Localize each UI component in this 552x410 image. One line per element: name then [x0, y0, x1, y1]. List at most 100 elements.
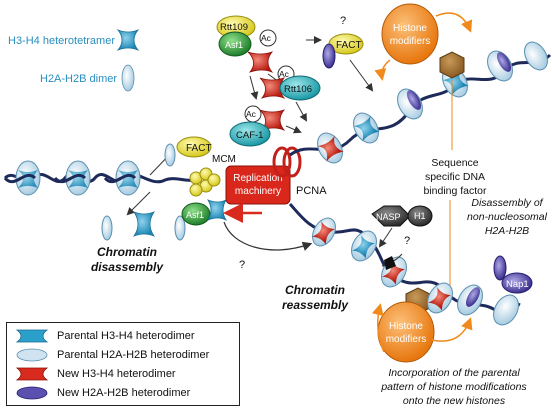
legend-label: Parental H3-H4 heterodimer: [57, 330, 195, 342]
modifier-arrow: [435, 12, 473, 33]
fact-left: FACT: [176, 136, 212, 158]
lower-nucleosome: [427, 282, 453, 314]
tetramer-legend-icon: [116, 29, 140, 51]
svg-text:pattern of histone modificatio: pattern of histone modifications: [380, 381, 527, 393]
reassembly-arrow: [223, 221, 313, 251]
legend-item: New H3-H4 heterodimer: [15, 365, 176, 383]
arrow-rtt106-to-strand: [295, 101, 307, 122]
parental-nucleosome: [65, 160, 91, 196]
rtt106-complex: Ac Rtt106: [259, 65, 321, 101]
incorporation-label: Incorporation of the parental pattern of…: [380, 367, 527, 407]
svg-text:?: ?: [340, 15, 346, 27]
parental-nucleosome: [115, 160, 141, 196]
svg-text:Incorporation of the parental: Incorporation of the parental: [388, 367, 520, 379]
upper-nucleosome-new: [317, 132, 344, 164]
new-h3h4-icon: [15, 367, 49, 381]
tetramer-label: H3-H4 heterotetramer: [8, 35, 115, 47]
svg-text:modifiers: modifiers: [390, 36, 431, 47]
rtt109-asf1-complex: Rtt109 Asf1 Ac: [216, 15, 277, 73]
modifier-arrow: [374, 59, 391, 81]
svg-text:NASP: NASP: [376, 212, 401, 222]
h3h4-tetramer-released: [132, 211, 156, 237]
modifier-arrow: [431, 317, 473, 342]
svg-text:specific DNA: specific DNA: [425, 171, 485, 183]
arrow-nasp-to-strand: [378, 227, 393, 248]
upper-nucleosome: [487, 50, 513, 82]
chromatin-reassembly-label: Chromatin reassembly: [282, 283, 349, 312]
svg-text:Ac: Ac: [246, 109, 257, 119]
legend-item: Parental H3-H4 heterodimer: [15, 327, 195, 345]
lower-nucleosome-new: [312, 217, 336, 247]
svg-text:reassembly: reassembly: [282, 298, 349, 312]
svg-text:Replication: Replication: [233, 173, 282, 184]
svg-text:H2A-H2B: H2A-H2B: [485, 225, 529, 237]
svg-text:non-nucleosomal: non-nucleosomal: [467, 211, 548, 223]
h2a-dimer-released: [164, 143, 176, 167]
svg-text:Sequence: Sequence: [431, 157, 478, 169]
arrow-caf1-to-strand: [285, 125, 302, 134]
upper-nucleosome-mixed: [397, 88, 423, 120]
dimer-legend-icon: [121, 64, 135, 92]
svg-text:binding factor: binding factor: [423, 185, 487, 197]
sequence-binding-factor-top: [439, 51, 465, 79]
svg-text:Nap1: Nap1: [506, 279, 529, 290]
svg-text:Chromatin: Chromatin: [97, 245, 157, 259]
svg-text:Ac: Ac: [261, 33, 272, 43]
lower-nucleosome: [493, 294, 519, 326]
arrow-to-caf1: [249, 75, 259, 100]
svg-text:modifiers: modifiers: [386, 334, 427, 345]
disassembly-nonnuc-label: Disassembly of non-nucleosomal H2A-H2B: [467, 197, 548, 237]
parental-h3h4-icon: [15, 329, 49, 343]
parental-nucleosome: [15, 160, 41, 196]
new-h2a-icon: [16, 386, 48, 400]
caf1-complex: Ac CAF-1: [229, 105, 286, 147]
dimer-label: H2A-H2B dimer: [40, 73, 117, 85]
reassembly-question: ?: [239, 259, 245, 271]
legend-label: New H3-H4 heterodimer: [57, 368, 176, 380]
histone-modifiers-top: Histone modifiers: [381, 3, 439, 65]
nasp-complex: NASP H1 ?: [371, 205, 433, 247]
svg-text:Ac: Ac: [279, 69, 290, 79]
svg-text:Asf1: Asf1: [186, 210, 204, 220]
modifier-arrow: [371, 303, 385, 353]
histone-modifiers-bottom: Histone modifiers: [377, 301, 435, 363]
parental-chromatin: [3, 160, 196, 196]
svg-text:CAF-1: CAF-1: [236, 130, 263, 141]
svg-text:Histone: Histone: [393, 23, 427, 34]
nap1-complex: Nap1: [493, 255, 533, 294]
h2a-dimer-pair: [101, 215, 186, 241]
svg-text:onto the new histones: onto the new histones: [403, 395, 506, 407]
legend-item: Parental H2A-H2B heterodimer: [15, 346, 209, 364]
chromatin-disassembly-label: Chromatin disassembly: [91, 245, 164, 274]
replication-machinery: Replication machinery: [225, 165, 291, 205]
upper-nucleosome-new: [353, 112, 380, 144]
h1-fragment: [384, 256, 396, 270]
svg-text:Rtt106: Rtt106: [284, 84, 312, 95]
sequence-dna-label: Sequence specific DNA binding factor: [423, 157, 487, 197]
svg-text:H1: H1: [414, 211, 426, 221]
svg-text:Histone: Histone: [389, 321, 423, 332]
fact-top: ? FACT: [322, 15, 364, 69]
svg-text:Chromatin: Chromatin: [285, 283, 345, 297]
svg-text:?: ?: [404, 235, 410, 247]
arrow-fact-to-strand: [349, 59, 374, 92]
parental-h2a-icon: [16, 348, 48, 362]
lower-nucleosome: [457, 284, 483, 316]
svg-text:FACT: FACT: [336, 40, 362, 51]
asf1-with-dimer: Asf1: [181, 199, 228, 226]
mcm-label: MCM: [212, 154, 236, 165]
pcna-ring: [272, 146, 302, 178]
legend-item: New H2A-H2B heterodimer: [15, 384, 190, 402]
legend-label: New H2A-H2B heterodimer: [57, 387, 191, 399]
svg-text:Asf1: Asf1: [225, 40, 243, 50]
pcna-label: PCNA: [296, 185, 327, 197]
svg-text:Rtt109: Rtt109: [220, 22, 248, 33]
svg-text:FACT: FACT: [186, 143, 212, 154]
lower-nucleosome: [351, 230, 377, 262]
upper-nucleosome: [524, 41, 548, 71]
svg-text:machinery: machinery: [235, 186, 281, 197]
legend-label: Parental H2A-H2B heterodimer: [57, 349, 210, 361]
legend: Parental H3-H4 heterodimer Parental H2A-…: [6, 322, 240, 406]
svg-text:Disassembly of: Disassembly of: [471, 197, 543, 209]
